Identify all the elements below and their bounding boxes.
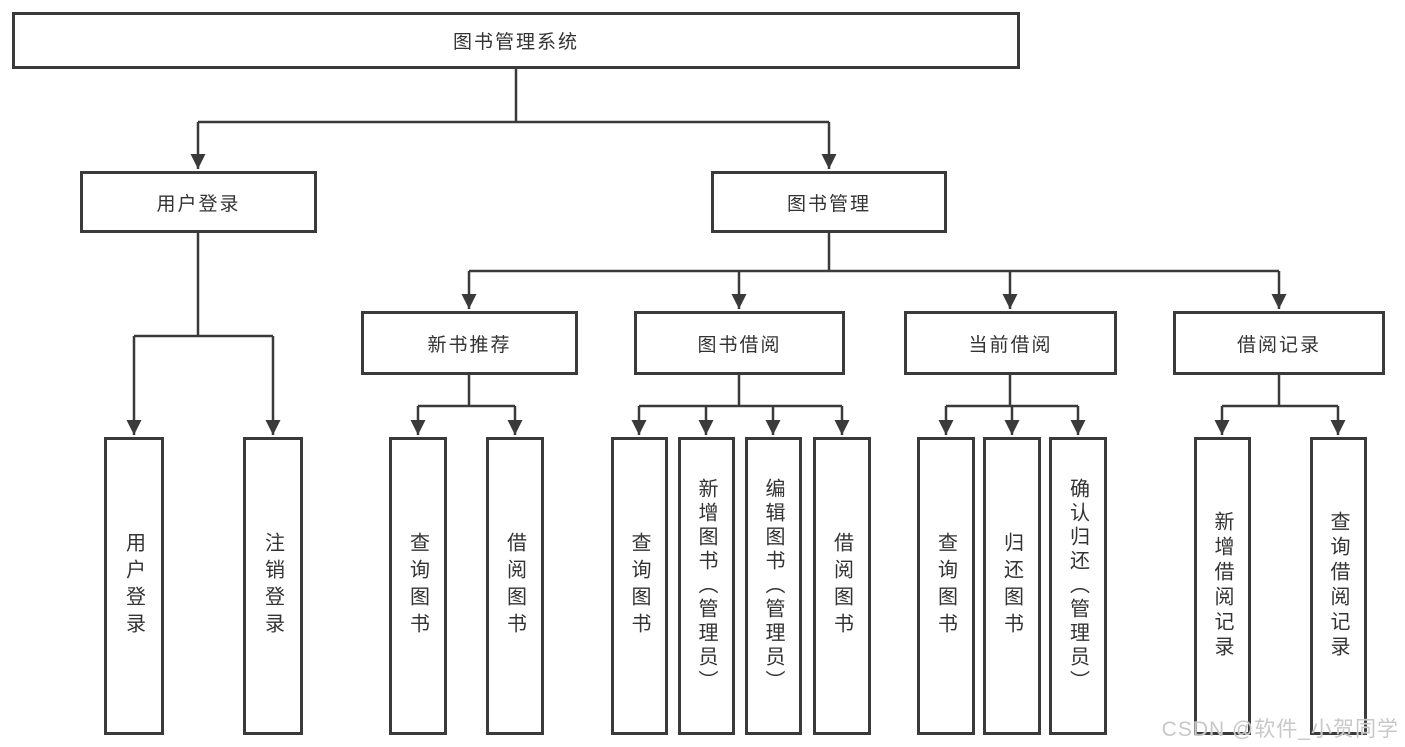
- branch-new-book-recommend: [410, 375, 523, 435]
- leaf-borrow-query-books: 查询图书: [611, 437, 668, 735]
- leaf-borrow-edit-books-admin-label: 编辑图书（管理员）: [762, 478, 784, 694]
- branch-user-login: [126, 233, 281, 435]
- leaf-current-return-books: 归还图书: [983, 437, 1041, 735]
- node-user-login: 用户登录: [80, 171, 317, 233]
- branch-root: [190, 69, 837, 169]
- node-root-system: 图书管理系统: [12, 12, 1020, 69]
- node-book-borrow-label: 图书借阅: [697, 334, 782, 356]
- leaf-borrow-add-books-admin-label: 新增图书（管理员）: [695, 478, 717, 694]
- node-user-login-label: 用户登录: [156, 193, 241, 215]
- branch-book-borrow: [631, 375, 850, 435]
- leaf-recommend-borrow-books-label: 借阅图书: [503, 532, 526, 640]
- csdn-watermark: CSDN @软件_小贺同学: [1161, 718, 1399, 741]
- leaf-recommend-borrow-books: 借阅图书: [486, 437, 544, 735]
- leaf-current-query-books: 查询图书: [917, 437, 975, 735]
- node-current-borrow-label: 当前借阅: [968, 334, 1053, 356]
- branch-current-borrow: [938, 375, 1086, 435]
- leaf-record-query-borrow-record-label: 查询借阅记录: [1327, 511, 1349, 661]
- leaf-record-add-borrow-record: 新增借阅记录: [1194, 437, 1251, 735]
- node-new-book-recommend: 新书推荐: [361, 311, 578, 375]
- node-borrow-record: 借阅记录: [1173, 311, 1385, 375]
- leaf-borrow-edit-books-admin: 编辑图书（管理员）: [745, 437, 802, 735]
- branch-borrow-record: [1214, 375, 1346, 435]
- leaf-borrow-query-books-label: 查询图书: [628, 532, 650, 640]
- leaf-current-confirm-return-admin: 确认归还（管理员）: [1049, 437, 1107, 735]
- leaf-borrow-borrow-books: 借阅图书: [813, 437, 871, 735]
- leaf-borrow-borrow-books-label: 借阅图书: [830, 532, 853, 640]
- leaf-current-return-books-label: 归还图书: [1000, 532, 1023, 640]
- leaf-logout: 注销登录: [243, 437, 303, 735]
- leaf-user-login: 用户登录: [104, 437, 164, 735]
- node-book-management: 图书管理: [711, 171, 947, 233]
- leaf-recommend-query-books: 查询图书: [389, 437, 447, 735]
- leaf-record-add-borrow-record-label: 新增借阅记录: [1211, 511, 1233, 661]
- node-root-system-label: 图书管理系统: [452, 32, 579, 53]
- node-current-borrow: 当前借阅: [904, 311, 1117, 375]
- node-book-borrow: 图书借阅: [634, 311, 845, 375]
- leaf-current-query-books-label: 查询图书: [934, 532, 957, 640]
- branch-book-management: [461, 233, 1287, 309]
- leaf-record-query-borrow-record: 查询借阅记录: [1310, 437, 1367, 735]
- leaf-borrow-add-books-admin: 新增图书（管理员）: [678, 437, 735, 735]
- leaf-current-confirm-return-admin-label: 确认归还（管理员）: [1066, 478, 1089, 694]
- leaf-recommend-query-books-label: 查询图书: [406, 532, 429, 640]
- node-new-book-recommend-label: 新书推荐: [427, 334, 512, 356]
- leaf-user-login-label: 用户登录: [122, 532, 145, 640]
- node-book-management-label: 图书管理: [786, 193, 871, 215]
- node-borrow-record-label: 借阅记录: [1236, 334, 1321, 356]
- leaf-logout-label: 注销登录: [261, 532, 284, 640]
